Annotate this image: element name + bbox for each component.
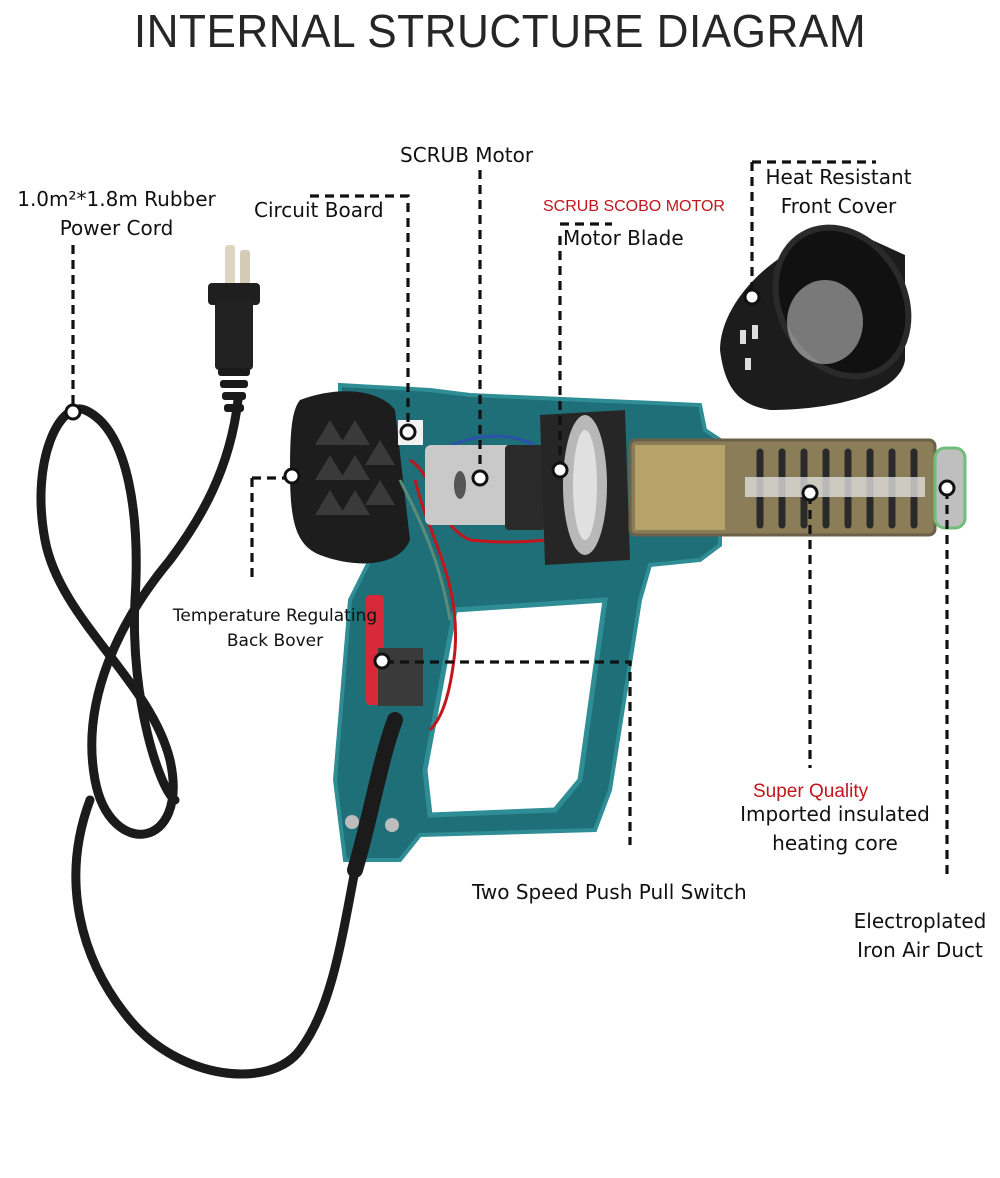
callout-dots bbox=[64, 288, 956, 670]
circuit-board-label: Circuit Board bbox=[254, 198, 384, 222]
switch-label: Two Speed Push Pull Switch bbox=[472, 880, 747, 904]
motor-blade bbox=[540, 410, 630, 565]
power-cord-label-line2: Power Cord bbox=[59, 216, 174, 240]
air-duct-label-line1: Electroplated bbox=[853, 909, 987, 933]
back-cover-label-line1: Temperature Regulating bbox=[172, 606, 378, 626]
motor bbox=[425, 445, 545, 530]
scrub-motor-label: SCRUB Motor bbox=[400, 143, 534, 167]
back-cover-label-line2: Back Bover bbox=[226, 631, 324, 651]
super-quality-label: Super Quality bbox=[753, 781, 869, 802]
switch bbox=[366, 595, 423, 706]
front-cover-label: Heat Resistant Front Cover bbox=[756, 163, 921, 221]
front-cover bbox=[720, 224, 912, 410]
heating-core-label-line1: Imported insulated bbox=[740, 802, 930, 826]
front-cover-label-line2: Front Cover bbox=[780, 194, 897, 218]
back-cover bbox=[290, 391, 410, 564]
callout-lines bbox=[71, 160, 949, 875]
back-cover-label: Temperature Regulating Back Bover bbox=[170, 604, 380, 654]
scrub-scobo-motor-label: SCRUB SCOBO MOTOR bbox=[543, 198, 725, 215]
motor-blade-label: Motor Blade bbox=[563, 226, 684, 250]
power-cord-label-line1: 1.0m²*1.8m Rubber bbox=[17, 187, 216, 211]
power-cord-label: 1.0m²*1.8m Rubber Power Cord bbox=[14, 185, 219, 243]
heating-core-label-line2: heating core bbox=[772, 831, 898, 855]
heating-core-label: Imported insulated heating core bbox=[726, 800, 944, 858]
power-cord bbox=[36, 395, 360, 1079]
air-duct-label: Electroplated Iron Air Duct bbox=[845, 907, 995, 965]
plug-icon bbox=[208, 245, 260, 412]
air-duct-label-line2: Iron Air Duct bbox=[857, 938, 983, 962]
front-cover-label-line1: Heat Resistant bbox=[765, 165, 912, 189]
page-title: INTERNAL STRUCTURE DIAGRAM bbox=[133, 5, 867, 57]
